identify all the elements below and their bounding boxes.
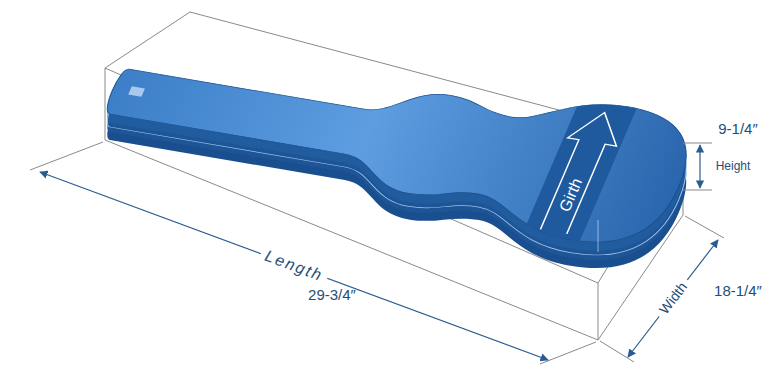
dimension-value: 29-3/4″ [308,287,356,302]
dimension-lines [30,142,724,364]
dimension-value: 18-1/4″ [714,283,762,298]
guitar-case [84,23,707,279]
dimension-name: Width [652,274,694,321]
dimension-name: Length [257,244,330,287]
dimension-name: Height [716,160,751,172]
dimension-value: 9-1/4″ [718,121,758,136]
